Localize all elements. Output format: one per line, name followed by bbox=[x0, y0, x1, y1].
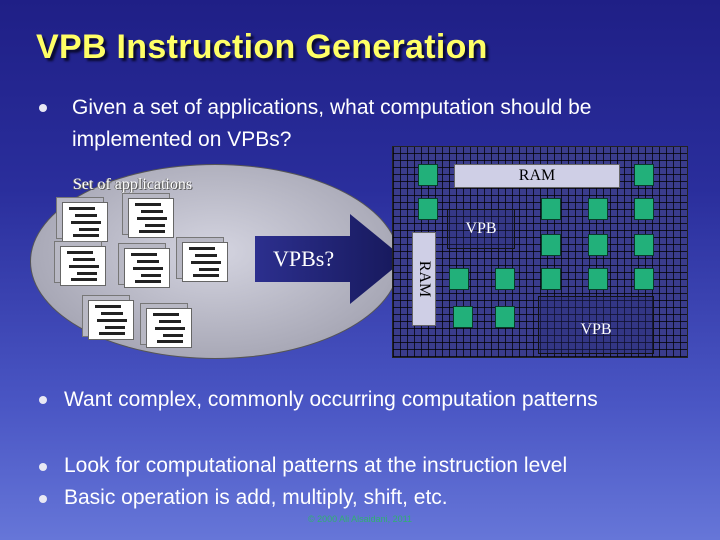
logic-cell bbox=[588, 234, 608, 256]
bullet-text-3: Basic operation is add, multiply, shift,… bbox=[64, 486, 448, 509]
document-icon bbox=[62, 202, 108, 242]
logic-cell bbox=[541, 268, 561, 290]
ram-block-top: RAM bbox=[454, 164, 620, 188]
logic-cell bbox=[634, 164, 654, 186]
logic-cell bbox=[541, 234, 561, 256]
vpb-block-top: VPB bbox=[447, 209, 515, 249]
bullet-icon bbox=[39, 104, 47, 112]
bullet-icon bbox=[39, 396, 47, 404]
logic-cell bbox=[495, 306, 515, 328]
intro-bullet-text: Given a set of applications, what comput… bbox=[72, 96, 592, 151]
document-icon bbox=[124, 248, 170, 288]
arrow-right-icon bbox=[255, 214, 405, 304]
document-icon bbox=[128, 198, 174, 238]
ram-side-label: RAM bbox=[416, 260, 433, 298]
bullet-text-1: Want complex, commonly occurring computa… bbox=[64, 388, 598, 411]
bullet-icon bbox=[39, 495, 47, 503]
bullet-text-2: Look for computational patterns at the i… bbox=[64, 454, 568, 477]
logic-cell bbox=[634, 234, 654, 256]
logic-cell bbox=[588, 268, 608, 290]
document-icon bbox=[146, 308, 192, 348]
slide-title: VPB Instruction Generation bbox=[36, 28, 488, 66]
logic-cell bbox=[588, 198, 608, 220]
bullet-icon bbox=[39, 463, 47, 471]
logic-cell bbox=[418, 198, 438, 220]
logic-cell bbox=[541, 198, 561, 220]
copyright-footer: © 2000 Ali Alsaidani, 2011 bbox=[307, 514, 413, 524]
vpb-block-bottom: VPB bbox=[538, 296, 654, 354]
logic-cell bbox=[418, 164, 438, 186]
vpbs-question-label: VPBs? bbox=[273, 246, 335, 271]
logic-cell bbox=[495, 268, 515, 290]
logic-cell bbox=[634, 198, 654, 220]
logic-cell bbox=[634, 268, 654, 290]
logic-cell bbox=[453, 306, 473, 328]
logic-cell bbox=[449, 268, 469, 290]
document-icon bbox=[60, 246, 106, 286]
applications-label: Set of applications bbox=[73, 176, 193, 193]
document-icon bbox=[88, 300, 134, 340]
ram-block-side: RAM bbox=[412, 232, 436, 326]
document-icon bbox=[182, 242, 228, 282]
